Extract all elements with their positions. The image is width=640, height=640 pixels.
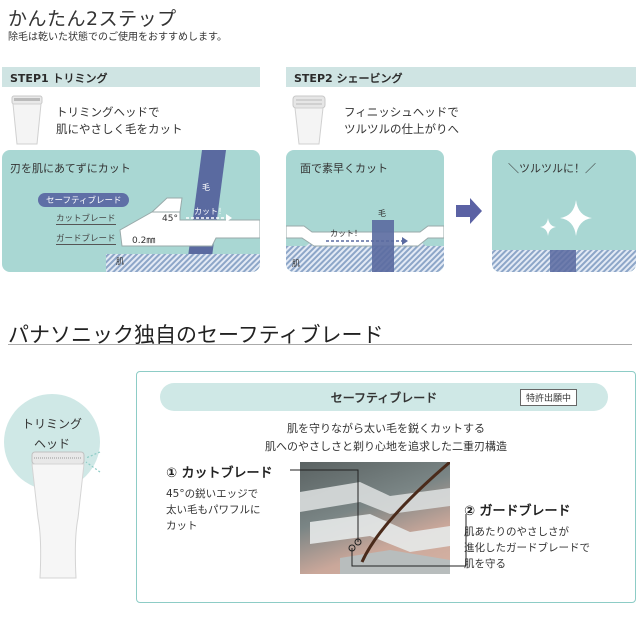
step1-bar: STEP1 トリミング — [2, 67, 260, 87]
page-title: かんたん2ステップ — [8, 8, 177, 30]
step2-foil — [286, 225, 444, 247]
callout-lines — [290, 469, 467, 567]
intro-line-2: 肌へのやさしさと剃り心地を追求した二重刃構造 — [265, 440, 507, 453]
feature1-line-1: 45°の鋭いエッジで — [166, 488, 259, 500]
step1-panel-caption: 刃を肌にあてずにカット — [10, 162, 131, 175]
step1-head-line-1: トリミングヘッドで — [56, 105, 160, 119]
step1-diagram — [106, 150, 260, 272]
step2-cut-arrowhead — [402, 237, 408, 245]
step1-cut-label: カット！ — [194, 207, 226, 216]
step2-cut-label: カット！ — [330, 229, 362, 238]
step2-hair-band — [372, 220, 394, 272]
card-header-label: セーフティブレード — [330, 391, 438, 405]
step2-label: STEP2 シェービング — [294, 72, 403, 85]
result-diagram — [492, 200, 636, 272]
feature2-line-2: 進化したガードブレードで — [464, 542, 590, 554]
circle-label-line-2: ヘッド — [33, 437, 70, 451]
step1-head-line-2: 肌にやさしく毛をカット — [56, 122, 183, 136]
step1-head-text: トリミングヘッドで 肌にやさしく毛をカット — [56, 104, 183, 138]
card-header: セーフティブレード — [160, 383, 608, 411]
step1-angle: 45° — [162, 214, 178, 224]
feature1-line-2: 太い毛もパワフルに — [166, 504, 261, 516]
next-arrow-icon — [456, 198, 482, 224]
trimming-head-circle-label: トリミング ヘッド — [4, 414, 100, 454]
step2-head-line-2: ツルツルの仕上がりへ — [344, 122, 459, 136]
step1-skin — [106, 254, 260, 272]
page-subtitle: 除毛は乾いた状態でのご使用をおすすめします。 — [8, 32, 227, 43]
sparkle-small-icon — [540, 218, 556, 236]
feature1-title: ① カットブレード — [166, 466, 273, 481]
result-panel: ＼ツルツルに！／ — [492, 150, 636, 272]
step1-safety-tip — [150, 197, 183, 213]
feature1-line-3: カット — [166, 520, 198, 532]
step2-skin-label: 肌 — [292, 259, 300, 268]
feature2-desc: 肌あたりのやさしさが 進化したガードブレードで 肌を守る — [464, 524, 590, 572]
step1-label: STEP1 トリミング — [10, 72, 108, 85]
result-caption: ＼ツルツルに！／ — [508, 162, 596, 175]
feature1-desc: 45°の鋭いエッジで 太い毛もパワフルに カット — [166, 486, 261, 534]
blade-closeup-art — [300, 462, 450, 574]
feature2-title: ② ガードブレード — [464, 504, 571, 519]
trimming-head-icon — [11, 95, 43, 145]
sparkle-large-icon — [560, 200, 592, 236]
step2-head-text: フィニッシュヘッドで ツルツルの仕上がりへ — [344, 104, 459, 138]
step2-panel: 面で素早くカット 毛 カット！ 肌 — [286, 150, 444, 272]
blade-tag-safety: セーフティブレード — [38, 193, 130, 207]
feature2-line-1: 肌あたりのやさしさが — [464, 526, 569, 538]
step2-head-line-1: フィニッシュヘッドで — [344, 105, 459, 119]
intro-line-1: 肌を守りながら太い毛を鋭くカットする — [287, 422, 485, 435]
step2-panel-caption: 面で素早くカット — [300, 162, 388, 175]
step2-hair-label: 毛 — [378, 209, 386, 218]
section2-title: パナソニック独自のセーフティブレード — [8, 323, 384, 347]
result-hair-stub — [550, 250, 576, 272]
feature2-line-3: 肌を守る — [464, 558, 506, 570]
section2-divider — [8, 344, 632, 345]
trimmer-device-icon — [31, 451, 101, 579]
blade-closeup-photo — [300, 462, 450, 574]
circle-label-line-1: トリミング — [21, 417, 82, 431]
blade-tag-cut: カットブレード — [56, 214, 116, 225]
patent-badge: 特許出願中 — [520, 389, 578, 406]
step1-panel: 刃を肌にあてずにカット セーフティブレード カットブレード ガードブレード 45… — [2, 150, 260, 272]
step1-hair-label: 毛 — [202, 183, 210, 192]
step1-cut-arrowhead — [226, 214, 232, 222]
step1-skin-label: 肌 — [116, 257, 124, 266]
step2-bar: STEP2 シェービング — [286, 67, 636, 87]
blade-tag-guard: ガードブレード — [56, 234, 116, 245]
step2-diagram — [286, 220, 444, 272]
finish-head-icon — [292, 95, 326, 145]
step1-gap: 0.2㎜ — [132, 236, 156, 246]
